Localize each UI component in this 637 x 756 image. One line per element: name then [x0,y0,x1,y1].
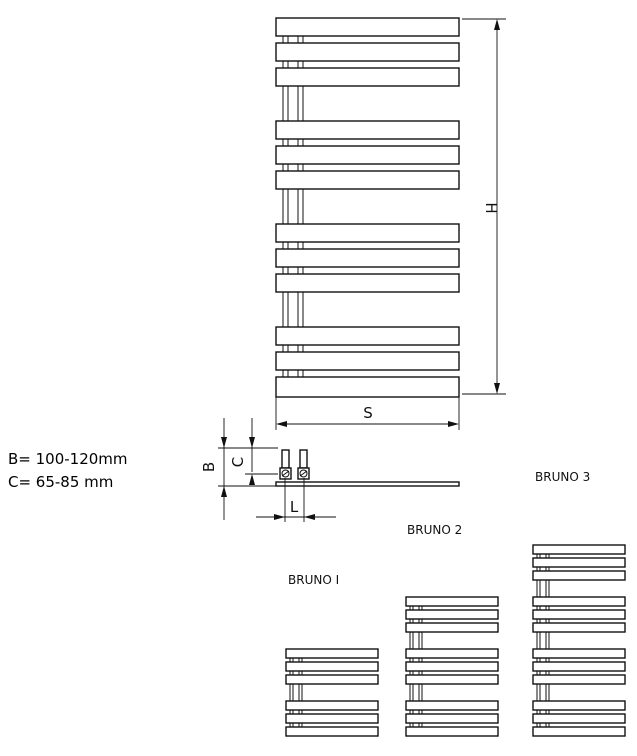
spec-b-range: B= 100-120mm [8,450,128,468]
radiator-bar-7 [275,223,460,243]
model-bar-1 [405,596,499,607]
radiator-bottom-profile [275,481,460,487]
model-bar-5 [405,661,499,672]
main-radiator-bars [275,17,460,398]
model-bar-5 [532,609,626,620]
model-bar-3 [405,622,499,633]
width-label: S [363,404,373,422]
c-label: C [229,457,247,467]
collector-pipes [282,35,304,378]
radiator-bar-1 [275,17,460,37]
connection-side-view: B C L [200,418,460,522]
model-bar-10 [532,700,626,711]
model-bar-6 [532,622,626,633]
model-bar-5 [285,713,379,724]
main-radiator [275,17,460,398]
height-label: H [482,202,500,213]
model-bar-6 [405,674,499,685]
radiator-bar-2 [275,42,460,62]
model-bar-1 [285,648,379,659]
model-bar-1 [532,544,626,555]
width-dimension: S [275,396,460,430]
radiator-bar-8 [275,248,460,268]
radiator-bar-6 [275,170,460,190]
model-bruno-2: BRUNO 2 [405,523,499,737]
model-name-bruno-3: BRUNO 3 [535,470,590,484]
model-bar-6 [285,726,379,737]
radiator-bar-9 [275,273,460,293]
model-bar-7 [532,648,626,659]
model-bar-12 [532,726,626,737]
model-bar-3 [285,674,379,685]
model-bar-9 [405,726,499,737]
model-bar-9 [532,674,626,685]
spec-c-range: C= 65-85 mm [8,473,114,491]
model-bar-4 [285,700,379,711]
model-bar-2 [285,661,379,672]
model-bruno-3: BRUNO 3 [532,470,626,737]
radiator-bar-11 [275,351,460,371]
radiator-bar-12 [275,376,460,398]
model-bar-3 [532,570,626,581]
model-bruno-1: BRUNO I [285,573,379,737]
radiator-bar-3 [275,67,460,87]
model-bar-7 [405,700,499,711]
b-label: B [200,462,218,472]
model-bar-8 [405,713,499,724]
model-bar-4 [405,648,499,659]
model-name-bruno-1: BRUNO I [288,573,339,587]
radiator-bar-4 [275,120,460,140]
model-bar-4 [532,596,626,607]
height-dimension: H [462,18,506,395]
radiator-bar-10 [275,326,460,346]
model-bar-2 [405,609,499,620]
model-bar-8 [532,661,626,672]
model-name-bruno-2: BRUNO 2 [407,523,462,537]
model-bar-11 [532,713,626,724]
radiator-bar-5 [275,145,460,165]
l-label: L [290,498,299,516]
model-bar-2 [532,557,626,568]
